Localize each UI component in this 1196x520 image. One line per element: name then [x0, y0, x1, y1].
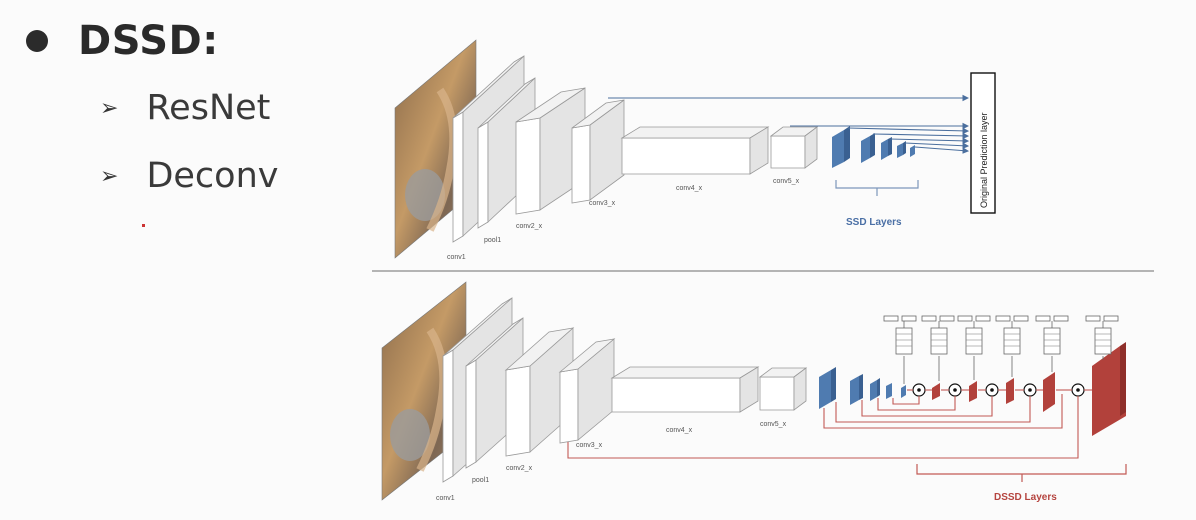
bottom-label-conv1: conv1 — [436, 495, 455, 502]
bottom-dssd-deconv-layers — [932, 342, 1126, 436]
title-row: DSSD: — [26, 18, 219, 64]
bottom-layer-conv5 — [758, 367, 808, 411]
bottom-red-connectors — [567, 389, 1092, 459]
top-network: Original Prediction layer SSD Layers con… — [394, 39, 996, 261]
slide-text: DSSD: ➢ ResNet ➢ Deconv — [0, 0, 360, 260]
bottom-network: DSSD Layers conv1 pool1 conv2_x conv3_x … — [381, 281, 1127, 503]
bullet-label: ResNet — [146, 88, 271, 128]
bottom-label-conv3: conv3_x — [576, 442, 603, 449]
bottom-layer-conv3 — [558, 338, 616, 444]
bottom-label-conv5: conv5_x — [760, 421, 787, 428]
bottom-layer-conv4 — [610, 366, 760, 413]
arrow-bullet-icon: ➢ — [100, 163, 119, 189]
bottom-label-conv4: conv4_x — [666, 427, 693, 434]
top-label-conv1: conv1 — [447, 254, 466, 261]
stray-dot — [142, 224, 145, 227]
bottom-label-conv2: conv2_x — [506, 465, 533, 472]
arrow-bullet-icon: ➢ — [100, 95, 119, 121]
top-ssd-layers — [832, 126, 915, 168]
bullet-item-resnet: ➢ ResNet — [100, 88, 270, 128]
prediction-layer-label: Original Prediction layer — [979, 112, 989, 208]
top-layer-conv5 — [769, 126, 819, 169]
ssd-layers-label: SSD Layers — [846, 217, 902, 228]
slide-title: DSSD: — [78, 18, 219, 64]
bottom-label-pool1: pool1 — [472, 477, 489, 484]
dssd-bracket — [916, 464, 1127, 475]
top-blue-connectors — [608, 94, 970, 154]
bottom-prediction-heads — [883, 315, 1119, 328]
top-layer-conv4 — [620, 126, 770, 175]
bullet-label: Deconv — [146, 156, 279, 196]
ssd-bracket — [835, 180, 919, 189]
top-layer-conv3 — [571, 99, 625, 204]
top-label-pool1: pool1 — [484, 237, 501, 244]
bottom-ssd-layers — [819, 367, 906, 409]
bullet-item-deconv: ➢ Deconv — [100, 156, 278, 196]
bottom-prediction-modules — [895, 327, 1112, 384]
bullet-dot-icon — [26, 30, 48, 52]
dssd-layers-label: DSSD Layers — [994, 492, 1057, 503]
top-label-conv4: conv4_x — [676, 185, 703, 192]
top-label-conv5: conv5_x — [773, 178, 800, 185]
top-label-conv2: conv2_x — [516, 223, 543, 230]
top-label-conv3: conv3_x — [589, 200, 616, 207]
prediction-layer-box — [970, 72, 996, 214]
